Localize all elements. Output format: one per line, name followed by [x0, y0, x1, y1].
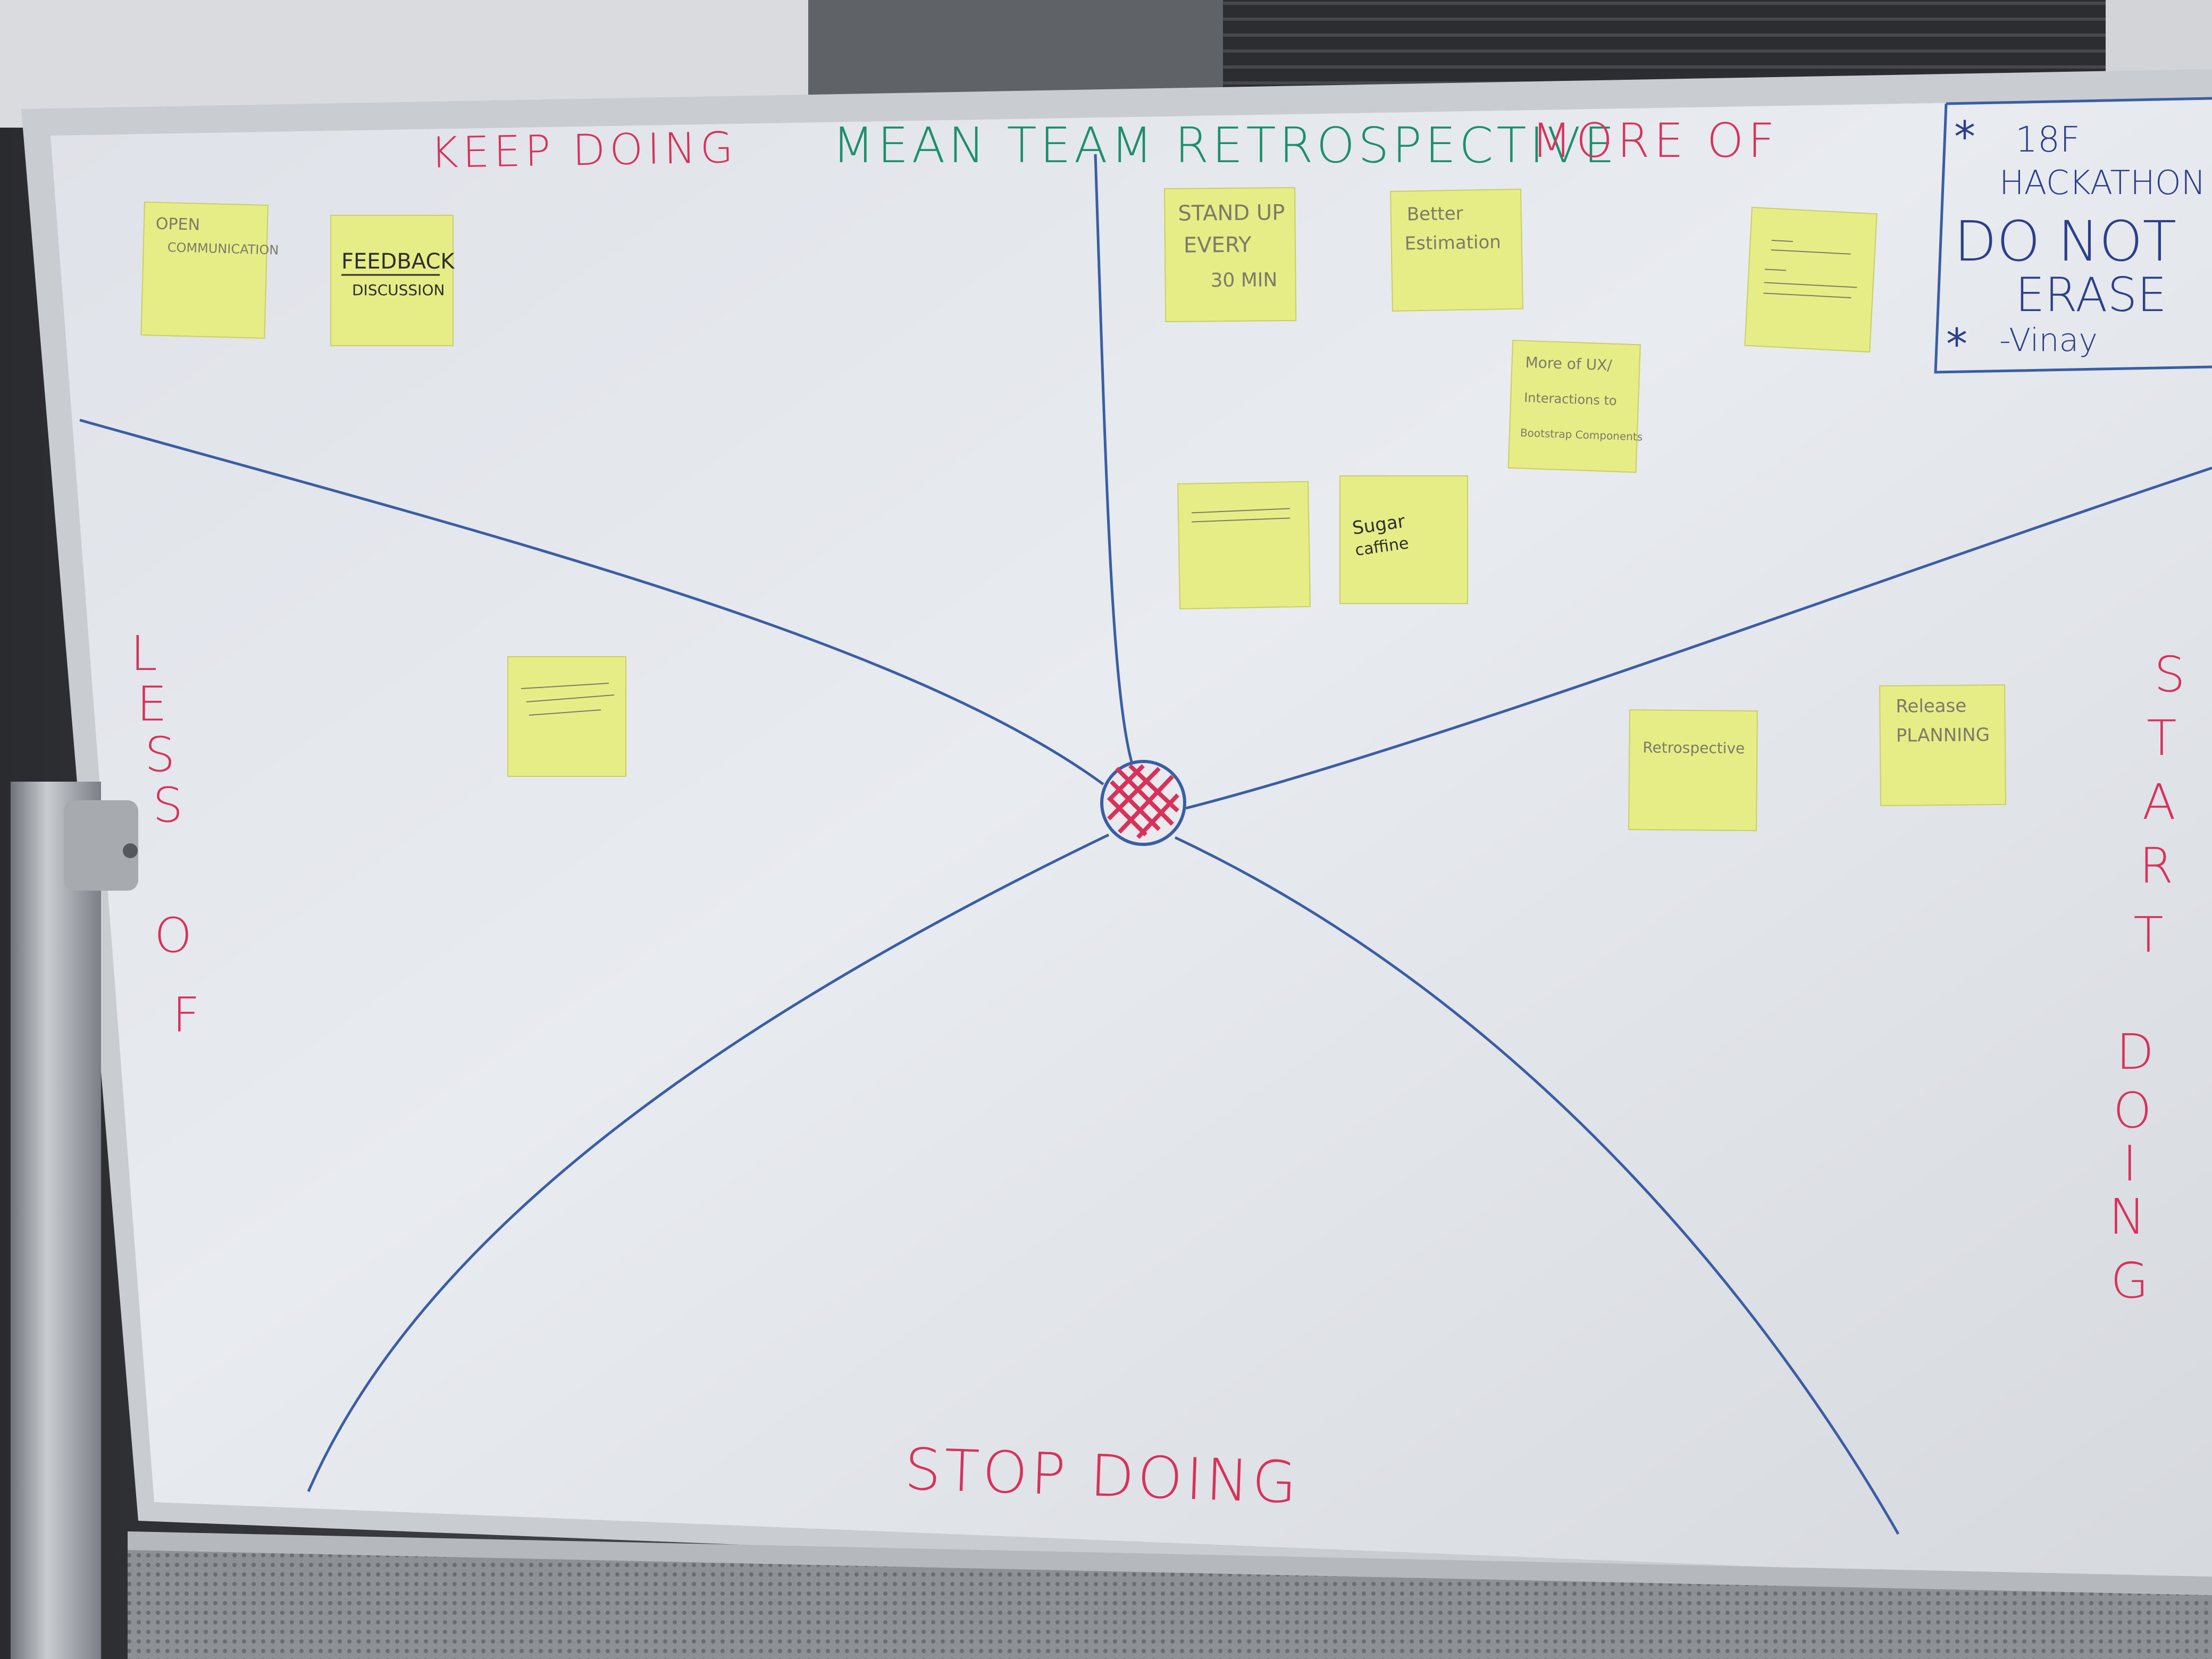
sticky-note-text: Estimation — [1404, 231, 1501, 254]
sticky-note-text: Better — [1406, 203, 1463, 225]
sticky-note-text: Release — [1896, 696, 1966, 717]
sticky-note-text: 30 MIN — [1210, 269, 1277, 291]
sticky-notes: OPEN COMMUNICATION FEEDBACK DISCUSSION S… — [140, 187, 2006, 832]
corner-note-line3: DO NOT — [1954, 209, 2176, 274]
sticky-note-text: PLANNING — [1896, 724, 1990, 747]
sticky-note-text: More of UX/ — [1525, 354, 1613, 374]
less-of-label: L E S S O F — [131, 626, 207, 1043]
corner-note: * 18F HACKATHON DO NOT ERASE * -Vinay — [1934, 97, 2212, 374]
sticky-note-text: DISCUSSION — [352, 281, 445, 299]
sticky-note-text: Retrospective — [1643, 739, 1745, 757]
corner-note-asterisk: * — [1954, 112, 1975, 162]
stop-doing-label: STOP DOING — [903, 1436, 1301, 1516]
sticky-note-planning[interactable] — [1177, 481, 1311, 609]
sticky-note-feedback-discussion[interactable]: FEEDBACK DISCUSSION — [330, 215, 455, 346]
sticky-note-text: FEEDBACK — [341, 249, 455, 274]
sticky-note-open-communication[interactable]: OPEN COMMUNICATION — [140, 201, 280, 339]
sticky-note-better-estimation[interactable]: Better Estimation — [1389, 188, 1523, 312]
sticky-note-less-of[interactable] — [507, 656, 626, 777]
sticky-note-stand-up[interactable]: STAND UP EVERY 30 MIN — [1163, 187, 1297, 322]
sticky-note-top-right[interactable] — [1744, 206, 1878, 353]
sticky-note-text: Interactions to — [1524, 390, 1617, 408]
corner-note-asterisk-2: * — [1946, 320, 1967, 369]
sticky-note-text: STAND UP — [1178, 200, 1285, 226]
sticky-note-sugar-caffine[interactable]: Sugar caffine — [1339, 475, 1468, 604]
keep-doing-label: KEEP DOING — [430, 123, 738, 178]
sticky-note-release-planning[interactable]: Release PLANNING — [1879, 684, 2006, 807]
sticky-note-retrospective[interactable]: Retrospective — [1628, 709, 1758, 832]
sticky-note-text: EVERY — [1184, 233, 1252, 258]
board-title: MEAN TEAM RETROSPECTIVE — [832, 117, 1618, 174]
corner-note-line5: -Vinay — [1999, 322, 2098, 359]
more-of-label: MORE OF — [1531, 113, 1779, 168]
sticky-note-ux-interactions[interactable]: More of UX/ Interactions to Bootstrap Co… — [1507, 339, 1646, 473]
sticky-note-text: COMMUNICATION — [167, 240, 279, 257]
corner-note-line1: 18F — [2015, 119, 2080, 160]
diagram-lines — [79, 154, 2212, 1535]
corner-note-line4: ERASE — [2015, 267, 2167, 322]
center-hub — [1100, 760, 1186, 846]
sticky-note-text: OPEN — [155, 215, 200, 234]
corner-note-line2: HACKATHON — [1999, 163, 2206, 202]
start-doing-label: S T A R T D O I N G — [2109, 646, 2201, 1309]
